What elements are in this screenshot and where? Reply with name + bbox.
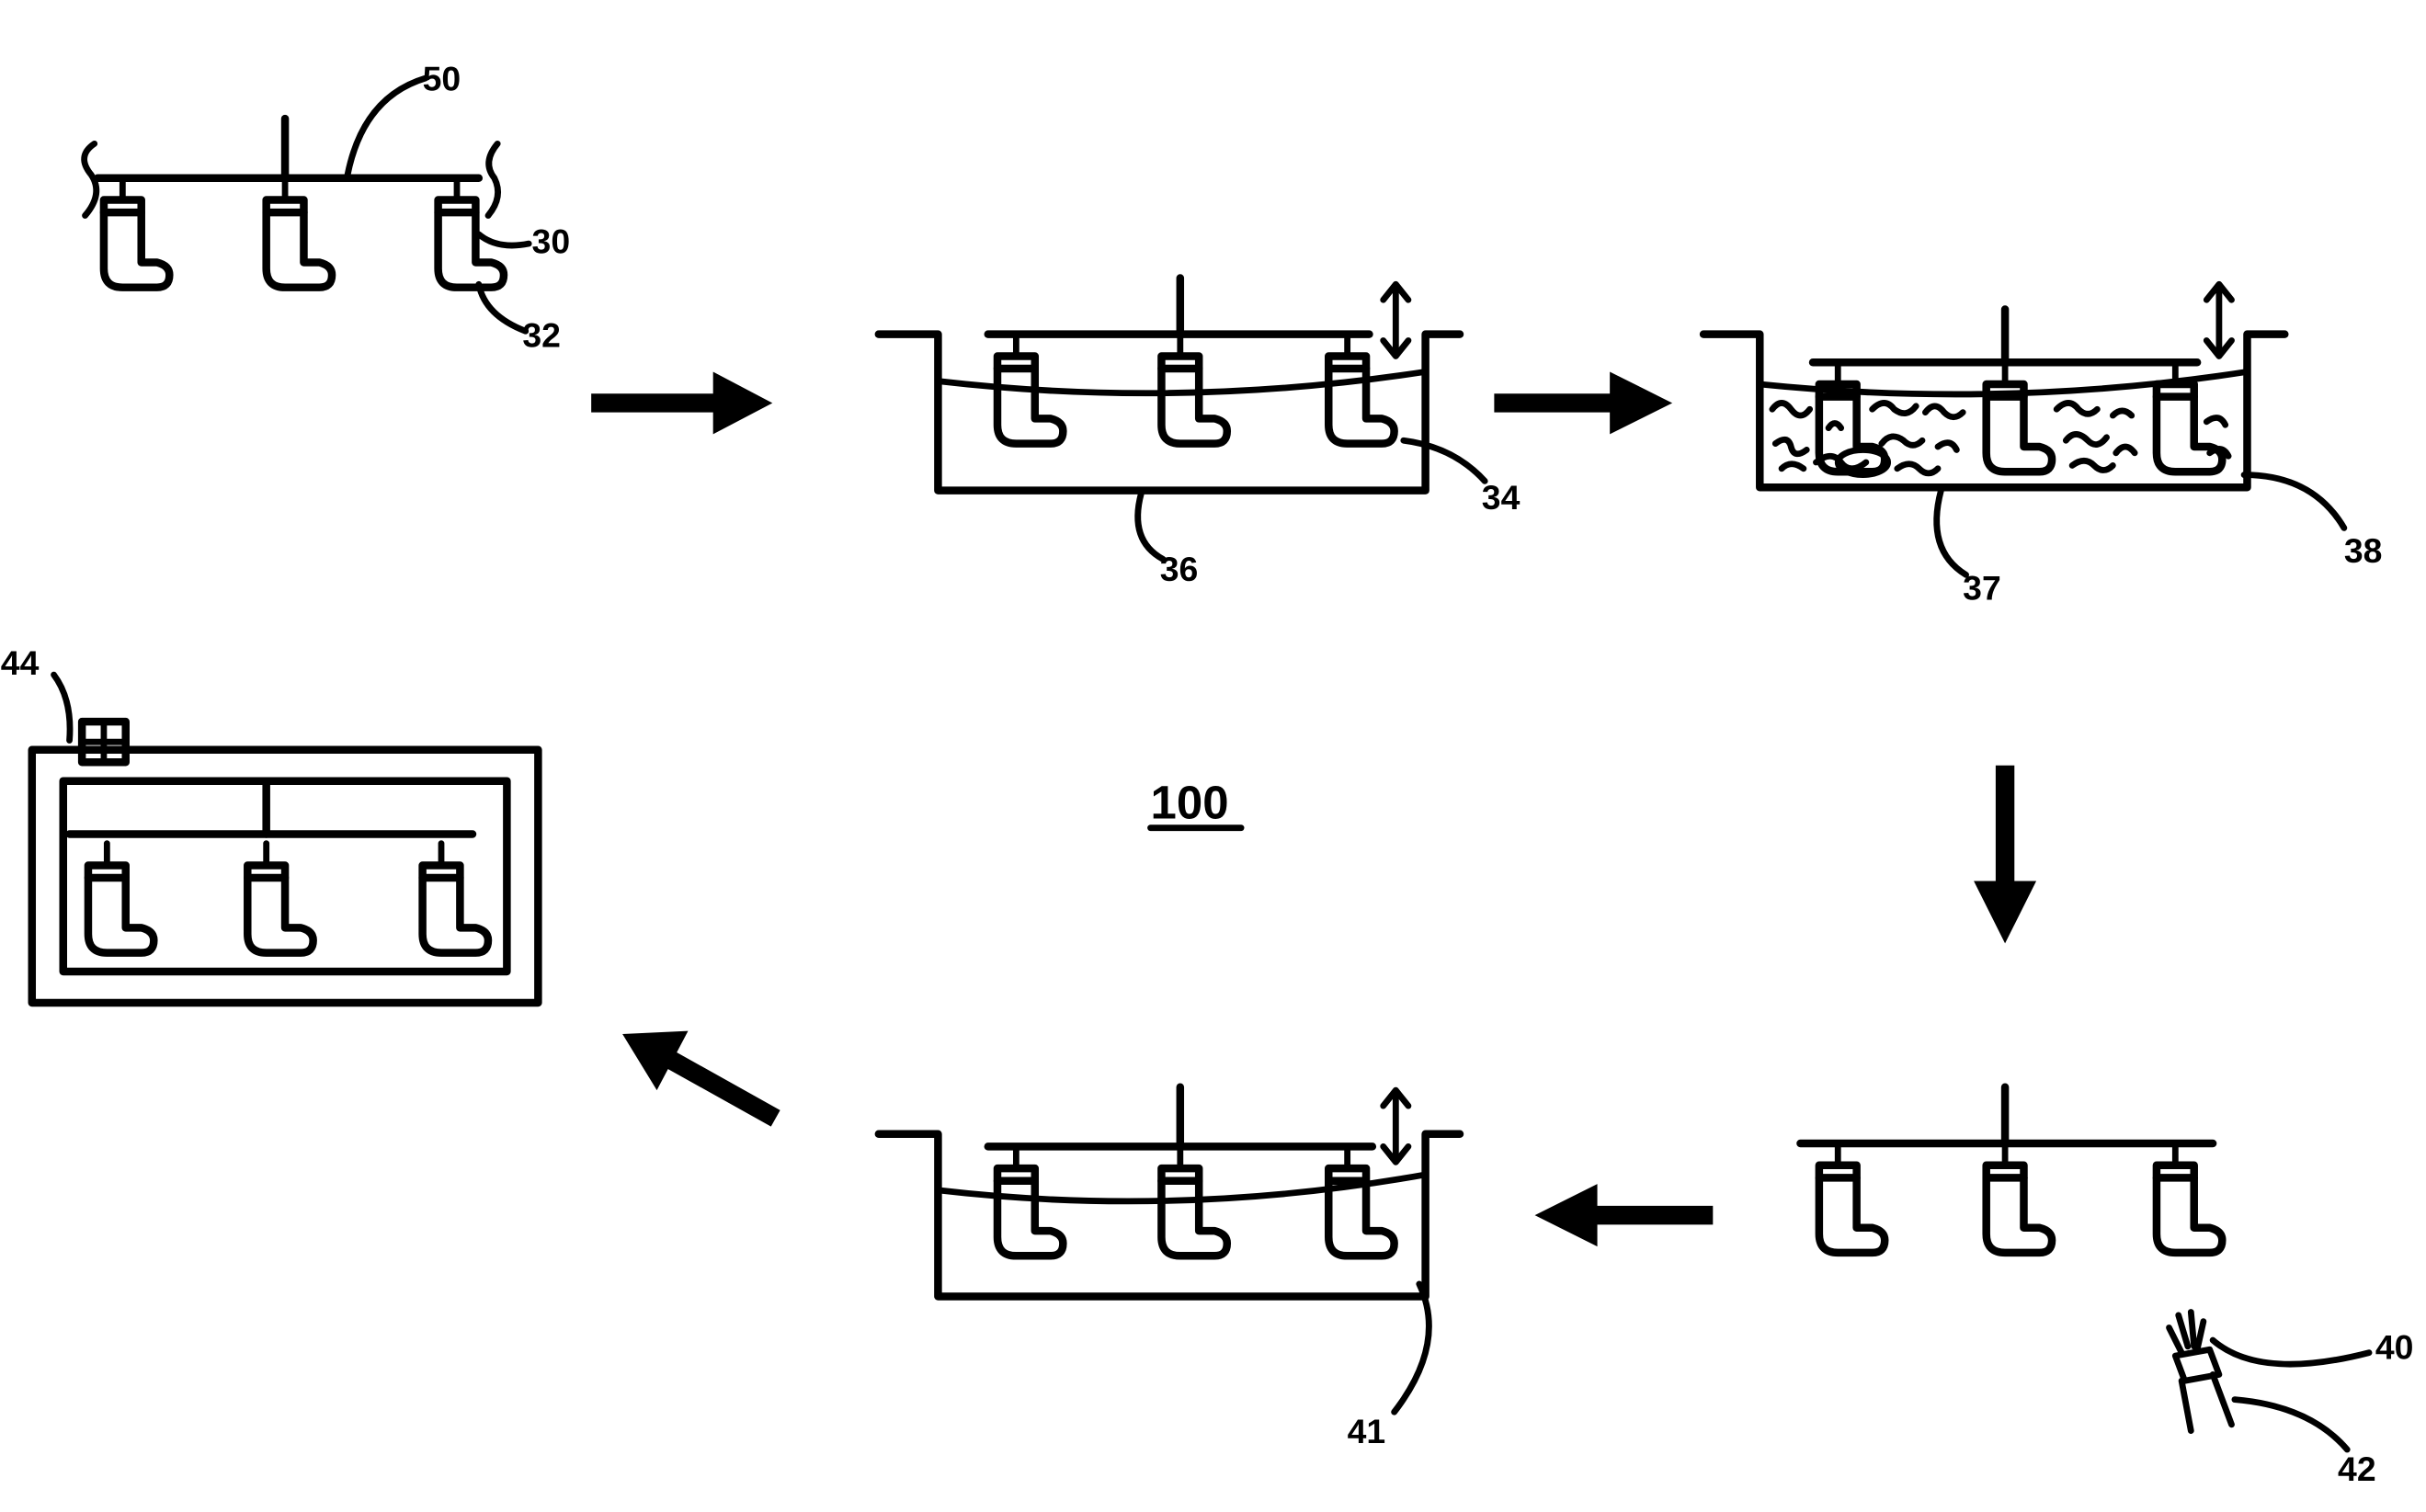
sock-icon (1987, 1143, 2052, 1253)
label-bath-first: 34 (1482, 478, 1521, 517)
label-hand: 40 (2375, 1327, 2414, 1366)
hand-icon (2166, 1309, 2235, 1435)
arrow-up-left-icon (622, 1030, 780, 1127)
sock-icon (1987, 362, 2052, 472)
sock-icon (88, 844, 154, 953)
stage-oven: 44 (1, 643, 542, 1007)
sock-icon (439, 178, 504, 288)
arrow-right-icon (591, 371, 773, 435)
label-mold: 30 (532, 222, 571, 260)
label-tool: 42 (2338, 1449, 2376, 1488)
arrow-left-icon (1534, 1184, 1714, 1247)
sock-icon (1328, 335, 1394, 444)
label-bath-beads: 38 (2344, 531, 2383, 570)
stage-rack: 50 30 32 (81, 60, 571, 354)
sock-icon (2157, 1143, 2222, 1253)
reference-numeral: 100 (1147, 776, 1245, 832)
sock-icon (104, 178, 169, 288)
arrow-right-icon (1494, 371, 1673, 435)
label-oven-control: 44 (1, 643, 40, 682)
beads-texture (1769, 400, 2232, 479)
control-box-icon (77, 717, 130, 767)
label-beads: 37 (1963, 569, 2001, 608)
label-rack: 50 (423, 60, 461, 98)
sock-icon (1328, 1146, 1394, 1256)
arrow-down-icon (1974, 765, 2037, 944)
label-sock: 32 (522, 315, 561, 354)
stage-second-bath: 41 (874, 1083, 1464, 1450)
sock-icon (247, 844, 313, 953)
label-bath-second: 41 (1348, 1412, 1386, 1450)
sock-icon (267, 178, 332, 288)
label-figure-number: 100 (1151, 776, 1229, 828)
up-down-arrow-icon (1380, 1086, 1412, 1165)
up-down-arrow-icon (2203, 280, 2235, 359)
label-liquid-first: 36 (1160, 550, 1199, 588)
up-down-arrow-icon (1380, 280, 1412, 359)
stage-hand-press: 40 42 (1796, 1083, 2414, 1488)
stage-first-bath: 34 36 (874, 274, 1521, 588)
sock-icon (423, 844, 488, 953)
sock-icon (1819, 1143, 1885, 1253)
stage-bead-bath: 38 37 (1699, 280, 2383, 608)
